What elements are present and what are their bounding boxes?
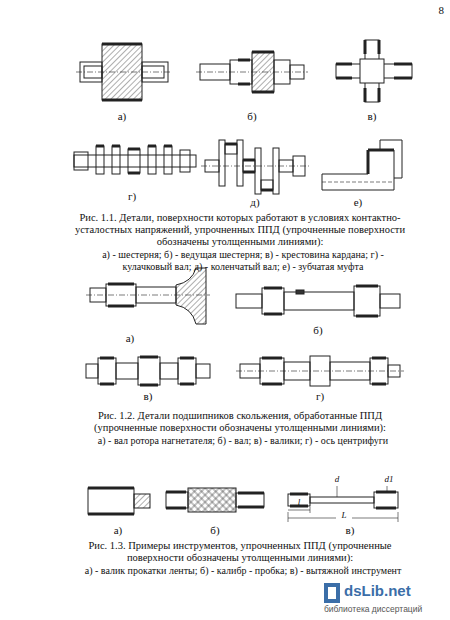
caption-legend: а) - шестерня; б) - ведущая шестерня; в)… (80, 249, 406, 272)
watermark-logo (324, 583, 340, 603)
figure-letter: д) (243, 196, 267, 209)
cardan-cross-drawing (336, 40, 412, 102)
watermark-text: dsLib.net (344, 582, 444, 599)
plug-gauge-drawing (166, 488, 264, 512)
crankshaft-drawing (201, 140, 309, 194)
pinion-shaft-drawing (196, 52, 308, 92)
dimension-label: L (336, 510, 352, 520)
rotor-shaft-drawing (86, 268, 210, 324)
figure-letter: б) (240, 110, 264, 123)
dimension-label: d1 (379, 474, 399, 484)
figure-letter: а) (110, 110, 134, 123)
rollers-drawing (86, 357, 210, 385)
centrifuge-axle-drawing (236, 356, 404, 386)
shaft-drawing (236, 286, 400, 316)
page-number: 8 (426, 4, 444, 17)
figure-caption: Рис. 1.2. Детали подшипников скольжения,… (70, 410, 410, 434)
figure-letter: б) (306, 324, 330, 337)
gear-coupling-drawing (322, 140, 402, 190)
watermark-subtitle: библиотека диссертаций (324, 605, 448, 615)
dimension-label: l (293, 497, 305, 507)
figure-letter: а) (106, 524, 130, 537)
dimension-label: d (330, 474, 344, 484)
figure-letter: г) (120, 190, 144, 203)
figure-letter: а) (118, 332, 142, 345)
figure-letter: е) (346, 196, 370, 209)
figure-caption: Рис. 1.3. Примеры инструментов, упрочнен… (70, 540, 410, 564)
caption-legend: а) - вал ротора нагнетателя; б) - вал; в… (80, 435, 406, 447)
figure-letter: б) (203, 524, 227, 537)
camshaft-drawing (74, 146, 196, 174)
gear-drawing (76, 44, 172, 100)
drawing-tool-drawing (288, 486, 398, 522)
figure-letter: в) (338, 524, 362, 537)
figure-letter: в) (360, 110, 384, 123)
caption-legend: а) - валик прокатки ленты; б) - калибр -… (80, 565, 406, 577)
strip-roller-drawing (88, 488, 150, 514)
figure-letter: в) (136, 390, 160, 403)
figure-letter: г) (308, 390, 332, 403)
figure-caption: Рис. 1.1. Детали, поверхности которых ра… (70, 212, 410, 248)
